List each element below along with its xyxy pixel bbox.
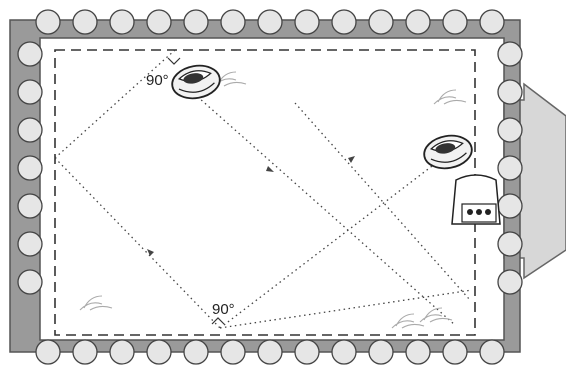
border-wheel [147,340,171,364]
border-wheel [258,10,282,34]
border-wheel [18,194,42,218]
border-wheel [110,10,134,34]
border-wheel [110,340,134,364]
border-wheel [480,10,504,34]
border-wheel [73,10,97,34]
border-wheel [498,270,522,294]
border-wheel [295,340,319,364]
direction-arrow-icon [147,156,355,256]
border-wheel [295,10,319,34]
border-wheel [498,80,522,104]
border-wheels [18,10,522,364]
border-wheel [221,340,245,364]
border-wheel [498,194,522,218]
border-wheel [258,340,282,364]
mower-icon [170,62,223,102]
border-wheel [480,340,504,364]
border-wheel [184,10,208,34]
border-wheel [332,340,356,364]
border-wheel [18,42,42,66]
border-wheel [498,42,522,66]
angle-label-bottom: 90° [212,302,235,317]
border-wheel [147,10,171,34]
border-wheel [36,10,60,34]
border-wheel [18,156,42,180]
border-wheel [369,340,393,364]
border-wheel [369,10,393,34]
border-wheel [443,340,467,364]
boundary-wire [55,50,475,335]
charging-station-icon [452,175,500,224]
border-wheel [498,232,522,256]
border-wheel [36,340,60,364]
mowing-paths [55,50,472,328]
border-wheel [18,80,42,104]
border-wheel [18,232,42,256]
border-wheel [73,340,97,364]
border-wheel [18,118,42,142]
border-wheel [498,156,522,180]
border-wheel [406,340,430,364]
border-wheel [443,10,467,34]
mower-icon [422,132,475,172]
border-wheel [221,10,245,34]
border-wheel [184,340,208,364]
border-wheel [406,10,430,34]
border-wheel [332,10,356,34]
border-wheel [18,270,42,294]
angle-label-top: 90° [146,73,169,88]
grass-tuft-icon [80,72,466,328]
border-wheel [498,118,522,142]
lawn-border [10,20,520,352]
